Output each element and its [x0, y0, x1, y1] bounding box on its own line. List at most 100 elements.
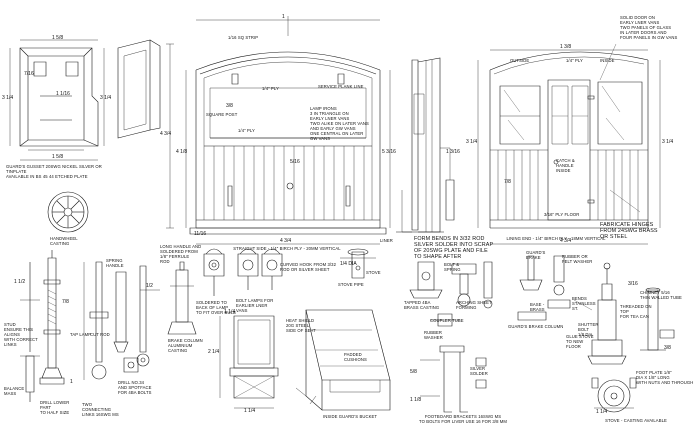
van-door-elevation — [478, 44, 660, 244]
label-stud: STUD ENSURE THIS ALIGNS WITH CORRECT LIN… — [4, 322, 38, 347]
coupler-bearing-drawing — [410, 262, 492, 326]
label-stove-pipe: STOVE PIPE — [338, 282, 364, 287]
label-screw-tag: BENDS STAINLESS ST. — [572, 296, 596, 311]
dim-seat-base: 1 1/4 — [244, 408, 256, 414]
label-service-plank: SERVICE PLANK LINE — [318, 84, 364, 89]
dim-footstep: 5/8 — [410, 369, 417, 375]
label-foot-plate: FOOT PLATE 1/8" DIA x 1/8" LONG WITH NUT… — [636, 370, 694, 385]
label-birch-caption: LINING END - 1/4" BIRCH PLY - 18MM VERTI… — [506, 236, 606, 241]
dim-end-post: 3/8 — [226, 103, 233, 109]
label-form-bends: FORM BENDS IN 3/32 ROD SILVER SOLDER INT… — [414, 236, 494, 260]
dim-stove-pipe: 1/4 DIA — [340, 261, 357, 267]
brake-column-drawing — [20, 250, 64, 402]
label-catch-handle: CATCH & HANDLE INSIDE — [556, 158, 575, 173]
dim-door-side: 3 1/4 — [662, 139, 674, 145]
label-cut-rod: CUT ROD — [90, 332, 110, 337]
label-stove: STOVE — [366, 270, 381, 275]
dim-gusset-width: 1 5/8 — [52, 35, 64, 41]
label-ply-side: 1/4" PLY — [566, 58, 583, 63]
label-footstep-brackets: FOOTBOARD BRACKETS 16swg MS TO BOLTS FOR… — [419, 414, 507, 424]
label-drill-lower: DRILL LOWER PART TO HALF SIZE — [40, 400, 70, 415]
dim-gusset-inner: 7/16 — [24, 71, 34, 77]
van-end-elevation — [166, 16, 390, 244]
brake-spindle-drawing — [84, 262, 160, 380]
dim-door-plank: 7/8 — [504, 179, 511, 185]
label-steel-rod: SOLDERED TO BACK OF LAMP TO FIT OVER BUL… — [196, 300, 236, 315]
dim-column-base: 1 — [70, 379, 73, 385]
label-padded-cushion: PADDED CUSHIONS — [344, 352, 367, 362]
dim-chimney-base: 3/8 — [664, 345, 671, 351]
label-inside-guard-bucket: INSIDE GUARD'S BUCKET — [322, 414, 378, 419]
dim-end-top: 1 — [282, 14, 285, 20]
dim-end-body: 4 1/8 — [176, 149, 188, 155]
dim-profile-step: 1 3/16 — [446, 149, 460, 155]
label-tapped-grease: TAPPED 4BA BRASS CASTING — [404, 300, 440, 310]
label-ply-quarter: 1/4" PLY — [238, 128, 255, 133]
stove-pipe-drawing — [340, 249, 376, 278]
label-spring-bolt: BOLT & SPRING — [444, 262, 461, 272]
dim-chimney: 3/16 — [628, 281, 638, 287]
dim-gusset-base: 1 5/8 — [52, 154, 64, 160]
label-balance-mass: BALANCE MASS — [4, 386, 25, 396]
brake-column-casting-drawing — [168, 262, 196, 334]
dim-column-top: 1 1/2 — [14, 279, 26, 285]
label-base-brass: BASE - BRASS — [530, 302, 545, 312]
label-ppe-gauge: SHUTTER BOLT 1/8 DIA — [578, 322, 599, 337]
dim-column-mid: 7/8 — [62, 299, 69, 305]
guard-gusset-drawing — [10, 40, 104, 160]
inside-guard-bucket-drawing — [296, 310, 390, 410]
label-lamp-irons: LAMP IRONS 3 IN TRIANGLE ON EARLY LNER V… — [310, 106, 369, 141]
dim-end-width: 4 3/4 — [280, 238, 292, 244]
label-long-handle: LONG HANDLE AND SOLDERED FROM 1/8" FERRU… — [160, 244, 202, 264]
stove-base-casting-drawing — [592, 378, 636, 412]
label-rubber-bush: RUBBER OR FELT WASHER — [562, 254, 593, 264]
label-brake-column: BRAKE COLUMN ALUMINIUM CASTING — [168, 338, 203, 353]
label-inside: INSIDE — [600, 58, 615, 63]
label-tap-lamp: TAP LAMP — [70, 332, 92, 337]
dim-seat-height: 2 1/4 — [208, 349, 220, 355]
dim-seat-top: 1 1/4 — [224, 309, 236, 315]
label-square-post: SQUARE POST — [206, 112, 238, 117]
label-screwed-ball: THREADED ON TOP FOR TEA CAN — [620, 304, 652, 319]
dim-end-side: 5 3/16 — [382, 149, 396, 155]
label-solid-door: SOLID DOOR ON EARLY LNER VANS TWO PANELS… — [620, 15, 678, 40]
dim-end-height: 4 3/4 — [160, 131, 172, 137]
label-coupler-tube: COUPLER TUBE — [430, 318, 464, 323]
dim-spindle: 1/2 — [146, 283, 153, 289]
dim-gusset-slot: 1 1/16 — [56, 91, 70, 97]
label-silver-solder: SILVER SOLDER — [470, 366, 488, 376]
label-outside: OUTSIDE — [510, 58, 530, 63]
guard-seat-drawing — [220, 316, 278, 408]
dim-door-height: 3 1/4 — [466, 139, 478, 145]
label-guard-gusset: GUARD'S GUSSET 20swg NICKEL SILVER OR TI… — [6, 164, 102, 179]
label-brass-cap: CHIMNEY 5/16 THIN WALLED TUBE — [640, 290, 682, 300]
dim-gusset-side: 3 1/4 — [100, 95, 112, 101]
label-liner: LINER — [380, 238, 393, 243]
label-bearing-spring: ARCHING SHEET FORMING — [456, 300, 492, 310]
gusset-perspective-view — [118, 40, 160, 138]
label-handwheel: HANDWHEEL CASTING — [50, 236, 78, 246]
dim-footstep-lower: 1 1/8 — [410, 397, 422, 403]
label-glue-stove: GLUE STOVE TO NEW FLOOR — [566, 334, 594, 349]
stove-drawing — [574, 263, 674, 364]
label-spring-handle: SPRING HANDLE — [106, 258, 124, 268]
lamp-handle-drawing — [204, 249, 282, 296]
label-end-view-caption: STRAIGHT SIDE - 1/4" BIRCH PLY - 20mm VE… — [233, 246, 341, 251]
label-rubber-washer: RUBBER WASHER — [424, 330, 443, 340]
dim-stove-base: 1 1/4 — [596, 409, 608, 415]
label-heat-shield: HEAT SHIELD 20G STEEL SIDE OF SEAT — [286, 318, 316, 333]
label-curved-hook: CURVED HOOK FROM 3/32 ROD OR SILVER SHEE… — [280, 262, 337, 272]
label-fabricate-hinges: FABRICATE HINGES FROM 24swg BRASS OR STE… — [600, 222, 658, 240]
label-ply-curve: 1/4" PLY — [262, 86, 279, 91]
dim-door-width: 4 3/4 — [560, 238, 572, 244]
dim-end-offset: 11/16 — [194, 231, 207, 237]
footstep-brackets-drawing — [420, 346, 486, 412]
dim-door-top: 1 3/8 — [560, 44, 572, 50]
van-side-profile — [396, 58, 454, 232]
label-bolt-lamp: BOLT LAMPS FOR EARLIER LNER VANS — [236, 298, 274, 313]
label-guard-brake-column: GUARD'S BRAKE COLUMN — [508, 324, 564, 329]
label-guard-brake: GUARD'S BRAKE — [526, 250, 546, 260]
dim-gusset-height: 3 1/4 — [2, 95, 14, 101]
label-ply-floor: 3/16" PLY FLOOR — [544, 212, 580, 217]
